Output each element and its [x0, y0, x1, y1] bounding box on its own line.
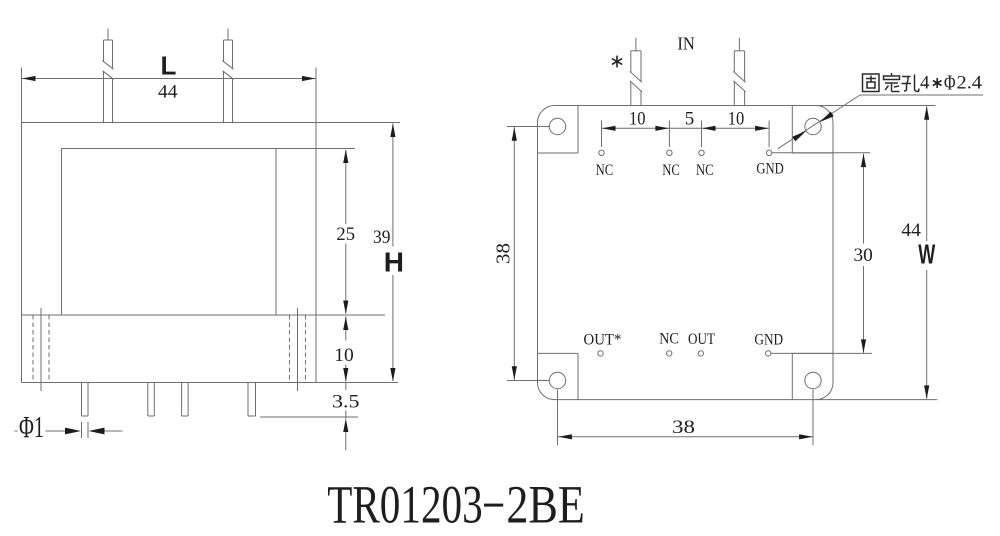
svg-text:NC: NC [596, 162, 614, 179]
svg-text:GND: GND [756, 160, 783, 177]
svg-text:NC: NC [696, 162, 714, 179]
svg-text:NC: NC [659, 331, 679, 348]
svg-text:GND: GND [754, 332, 783, 349]
svg-text:4: 4 [920, 73, 930, 94]
svg-text:OUT: OUT [688, 331, 715, 348]
svg-text:2BE: 2BE [506, 475, 584, 535]
svg-text:3.5: 3.5 [332, 392, 360, 413]
svg-text:Φ: Φ [944, 70, 956, 94]
svg-text:OUT*: OUT* [584, 332, 622, 349]
svg-text:TR01203: TR01203 [327, 475, 483, 535]
svg-text:38: 38 [672, 417, 695, 438]
svg-text:10: 10 [334, 345, 354, 366]
svg-text:NC: NC [662, 162, 680, 179]
svg-text:39: 39 [373, 227, 390, 248]
svg-text:10: 10 [728, 108, 745, 129]
svg-text:30: 30 [854, 245, 873, 266]
svg-text:W: W [918, 239, 935, 270]
svg-text:25: 25 [336, 224, 355, 245]
svg-text:44: 44 [158, 82, 178, 103]
svg-text:Φ1: Φ1 [19, 409, 44, 444]
svg-text:L: L [161, 51, 177, 81]
svg-text:H: H [384, 247, 404, 278]
svg-text:38: 38 [493, 243, 515, 264]
svg-text:10: 10 [629, 108, 646, 129]
svg-text:IN: IN [677, 34, 695, 54]
svg-text:5: 5 [685, 108, 695, 129]
svg-text:2.4: 2.4 [957, 73, 983, 94]
svg-text:44: 44 [901, 220, 921, 241]
